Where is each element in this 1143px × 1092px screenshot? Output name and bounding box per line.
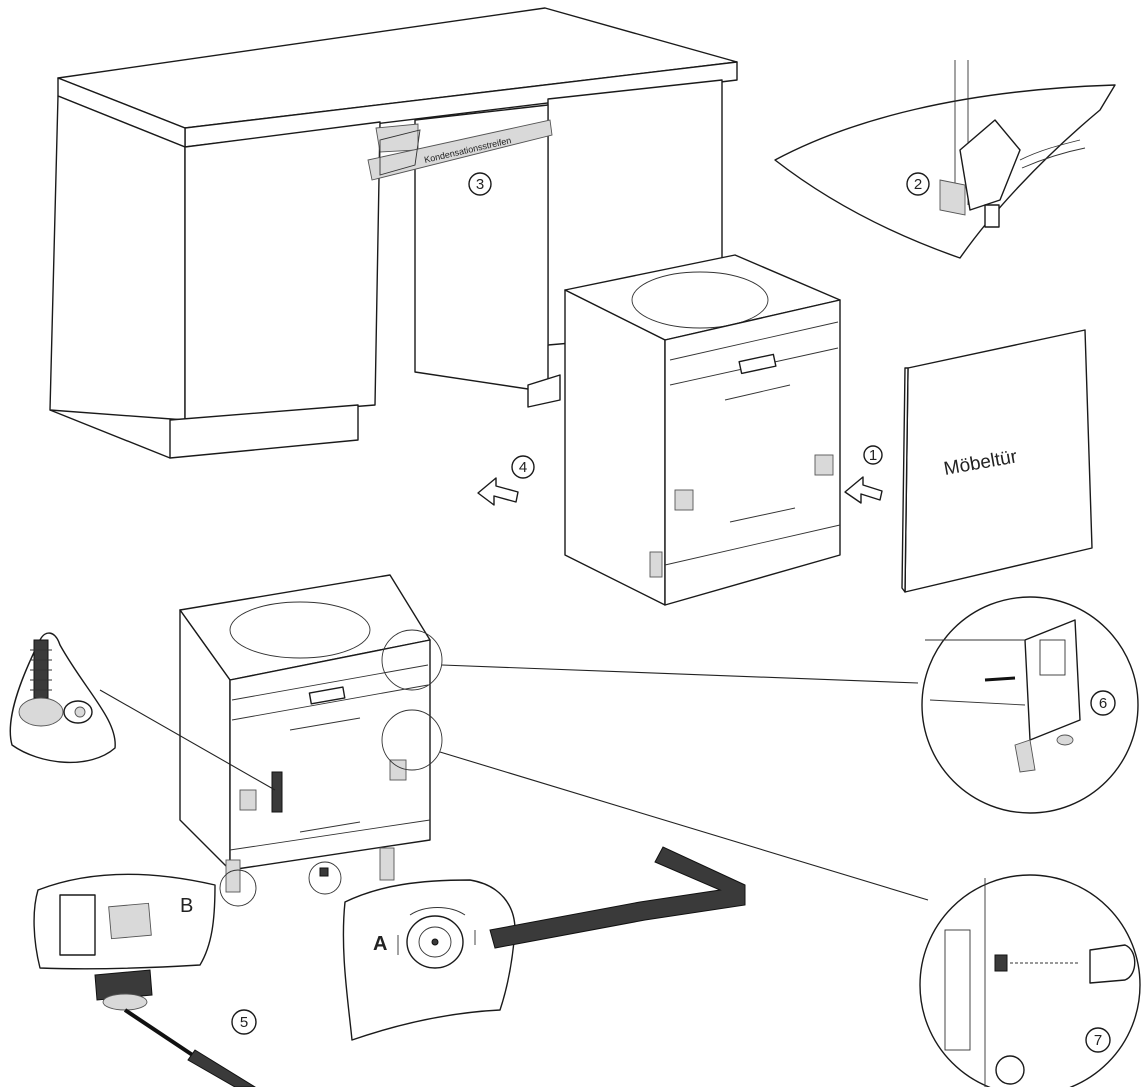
step-2-marker: 2 <box>906 172 930 196</box>
step-5-marker: 5 <box>231 1009 257 1035</box>
step-3-marker: 3 <box>468 172 492 196</box>
focus-circle-a <box>308 861 342 895</box>
svg-text:7: 7 <box>1094 1032 1102 1049</box>
detail-6 <box>921 596 1139 814</box>
screwdriver-icon <box>123 1008 257 1088</box>
leveling-foot-detail <box>9 632 116 764</box>
detail-b <box>33 873 216 1011</box>
detail-7 <box>919 874 1141 1092</box>
svg-text:4: 4 <box>519 459 527 476</box>
svg-text:6: 6 <box>1099 695 1107 712</box>
furniture-door-panel <box>901 329 1093 593</box>
svg-text:5: 5 <box>240 1014 248 1031</box>
focus-circle-7 <box>381 709 443 771</box>
step-7-marker: 7 <box>1085 1027 1111 1053</box>
svg-text:2: 2 <box>914 176 922 193</box>
focus-circle-6 <box>381 629 443 691</box>
detail-b-label: B <box>180 895 193 917</box>
arrow-left-icon <box>477 477 519 506</box>
hex-key-icon <box>489 846 746 949</box>
dishwasher-top <box>564 254 841 606</box>
dishwasher-bottom <box>179 574 431 893</box>
detail-a-label: A <box>373 933 387 955</box>
step-6-marker: 6 <box>1090 690 1116 716</box>
svg-text:3: 3 <box>476 176 484 193</box>
kitchen-cabinet <box>49 7 738 459</box>
arrow-left-icon <box>844 476 883 504</box>
step-4-marker: 4 <box>511 455 535 479</box>
step-1-marker: 1 <box>863 445 883 465</box>
hinge-detail-2 <box>774 60 1116 259</box>
focus-circle-b <box>219 869 257 907</box>
svg-text:1: 1 <box>869 447 877 464</box>
detail-a <box>342 879 516 1041</box>
